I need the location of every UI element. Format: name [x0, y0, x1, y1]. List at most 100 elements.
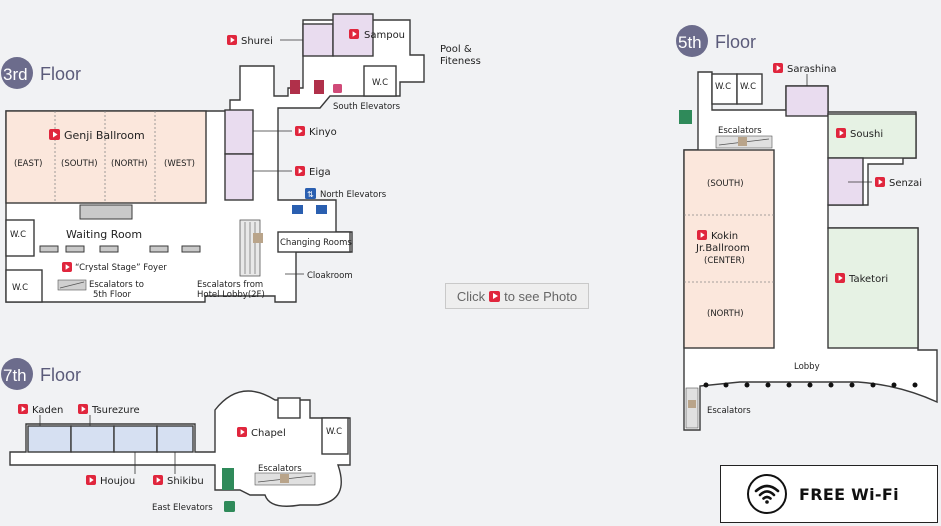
floor-3-number: 3rd — [3, 65, 28, 84]
kinyo-room[interactable] — [224, 109, 254, 155]
wc-7f-label: W.C — [326, 427, 342, 437]
floor-7-badge — [1, 358, 33, 390]
kokin-jr-ballroom[interactable] — [683, 149, 775, 349]
svg-text:⇅: ⇅ — [307, 190, 314, 199]
tsurezure-photo-icon[interactable] — [78, 404, 88, 414]
shurei-room[interactable] — [302, 23, 334, 57]
wc-7f — [321, 417, 349, 455]
escalators-to-5f-label-2: 5th Floor — [93, 290, 131, 300]
free-wifi-badge: FREE Wi-Fi — [720, 465, 938, 523]
wc-3f-b-label: W.C — [12, 283, 28, 293]
foyer-photo-icon[interactable] — [62, 262, 72, 272]
houjou-label: Houjou — [100, 476, 135, 487]
escalators-7f-label: Escalators — [258, 464, 302, 474]
senzai-room[interactable] — [827, 157, 864, 206]
floor-3-badge — [1, 57, 33, 89]
tsurezure-room[interactable] — [70, 425, 115, 453]
houjou-room[interactable] — [113, 425, 158, 453]
kokin-south-label: (SOUTH) — [707, 179, 744, 189]
kokin-label-1: Kokin — [711, 231, 738, 242]
photo-hint-prefix: Click — [456, 288, 486, 304]
senzai-photo-icon[interactable] — [875, 177, 885, 187]
wc-5f-a-label: W.C — [715, 82, 731, 92]
elevator-icon — [679, 110, 692, 124]
escalator-icon — [685, 387, 699, 429]
soushi-photo-icon[interactable] — [836, 128, 846, 138]
taketori-label: Taketori — [848, 274, 888, 285]
houjou-photo-icon[interactable] — [86, 475, 96, 485]
north-elevators-label: North Elevators — [320, 190, 387, 200]
kokin-center-label: (CENTER) — [704, 256, 745, 266]
floor-5-number: 5th — [678, 33, 702, 52]
tsurezure-label: Tsurezure — [91, 405, 140, 416]
eiga-room[interactable] — [224, 153, 254, 201]
taketori-room[interactable] — [827, 227, 919, 349]
soushi-room[interactable] — [827, 113, 917, 159]
eiga-photo-icon[interactable] — [295, 166, 305, 176]
kaden-room[interactable] — [27, 425, 72, 453]
floor-7-number: 7th — [3, 366, 27, 385]
shikibu-room[interactable] — [156, 425, 194, 453]
chapel-label: Chapel — [251, 428, 286, 439]
kinyo-label: Kinyo — [309, 127, 337, 138]
eiga-label: Eiga — [309, 167, 331, 178]
pool-label-1: Pool & — [440, 44, 472, 55]
photo-hint: Click to see Photo — [445, 283, 589, 309]
escalators-from-lobby-label-2: Hotel Lobby(2F) — [197, 290, 265, 300]
shikibu-label: Shikibu — [167, 476, 204, 487]
genji-west-label: (WEST) — [164, 159, 195, 169]
escalator-icon — [239, 219, 263, 277]
sampou-photo-icon[interactable] — [349, 29, 359, 39]
kinyo-photo-icon[interactable] — [295, 126, 305, 136]
escalators-5f-bottom-label: Escalators — [707, 406, 751, 416]
floor-7: 7th Floor Kaden Tsurezure Houjou Shikibu… — [1, 358, 351, 513]
floor-5: 5th Floor W.C W.C Escalators (SOUTH) Kok… — [676, 25, 938, 431]
genji-ballroom[interactable] — [5, 110, 207, 204]
soushi-label: Soushi — [850, 129, 883, 140]
kokin-photo-icon[interactable] — [697, 230, 707, 240]
sampou-label: Sampou — [364, 30, 405, 41]
senzai-label: Senzai — [889, 178, 922, 189]
waiting-room-label: Waiting Room — [66, 228, 142, 241]
changing-rooms-label: Changing Rooms — [280, 238, 352, 248]
lobby-columns — [703, 382, 918, 388]
floor-5-title: Floor — [715, 32, 756, 52]
sarashina-label: Sarashina — [787, 64, 837, 75]
play-marker-icon — [489, 290, 501, 302]
changing-rooms — [277, 231, 351, 253]
lobby-label: Lobby — [794, 362, 820, 372]
pool-label-2: Fiteness — [440, 56, 481, 67]
escalators-from-lobby-label-1: Escalators from — [197, 280, 263, 290]
wc-3f-a-label: W.C — [10, 230, 26, 240]
south-elevators-label: South Elevators — [333, 102, 401, 112]
escalators-5f-top-label: Escalators — [718, 126, 762, 136]
photo-hint-suffix: to see Photo — [504, 288, 578, 304]
east-elevators-label: East Elevators — [152, 503, 213, 513]
wc-5f-a — [711, 73, 738, 105]
floor-3: 3rd Floor Genji Ballroom (EAST) (SOUTH) … — [1, 13, 481, 303]
shikibu-photo-icon[interactable] — [153, 475, 163, 485]
genji-east-label: (EAST) — [14, 159, 42, 169]
chapel-photo-icon[interactable] — [237, 427, 247, 437]
wc-3f-c — [363, 65, 397, 97]
genji-ballroom-photo-icon[interactable] — [49, 129, 60, 140]
wc-3f-b — [5, 269, 43, 303]
elevator-icon — [333, 84, 342, 93]
sarashina-photo-icon[interactable] — [773, 63, 783, 73]
floor-5-badge — [676, 25, 708, 57]
genji-south-label: (SOUTH) — [61, 159, 98, 169]
kaden-label: Kaden — [32, 405, 63, 416]
sarashina-room[interactable] — [785, 85, 829, 117]
wc-5f-b-label: W.C — [740, 82, 756, 92]
free-wifi-label: FREE Wi-Fi — [799, 484, 899, 504]
elevator-icon — [305, 188, 316, 199]
genji-ballroom-label: Genji Ballroom — [64, 129, 145, 142]
taketori-photo-icon[interactable] — [835, 273, 845, 283]
floor-7-title: Floor — [40, 365, 81, 385]
cloakroom-label: Cloakroom — [307, 271, 353, 281]
genji-north-label: (NORTH) — [111, 159, 148, 169]
shurei-photo-icon[interactable] — [227, 35, 237, 45]
foyer-label: “Crystal Stage” Foyer — [75, 263, 167, 273]
kaden-photo-icon[interactable] — [18, 404, 28, 414]
